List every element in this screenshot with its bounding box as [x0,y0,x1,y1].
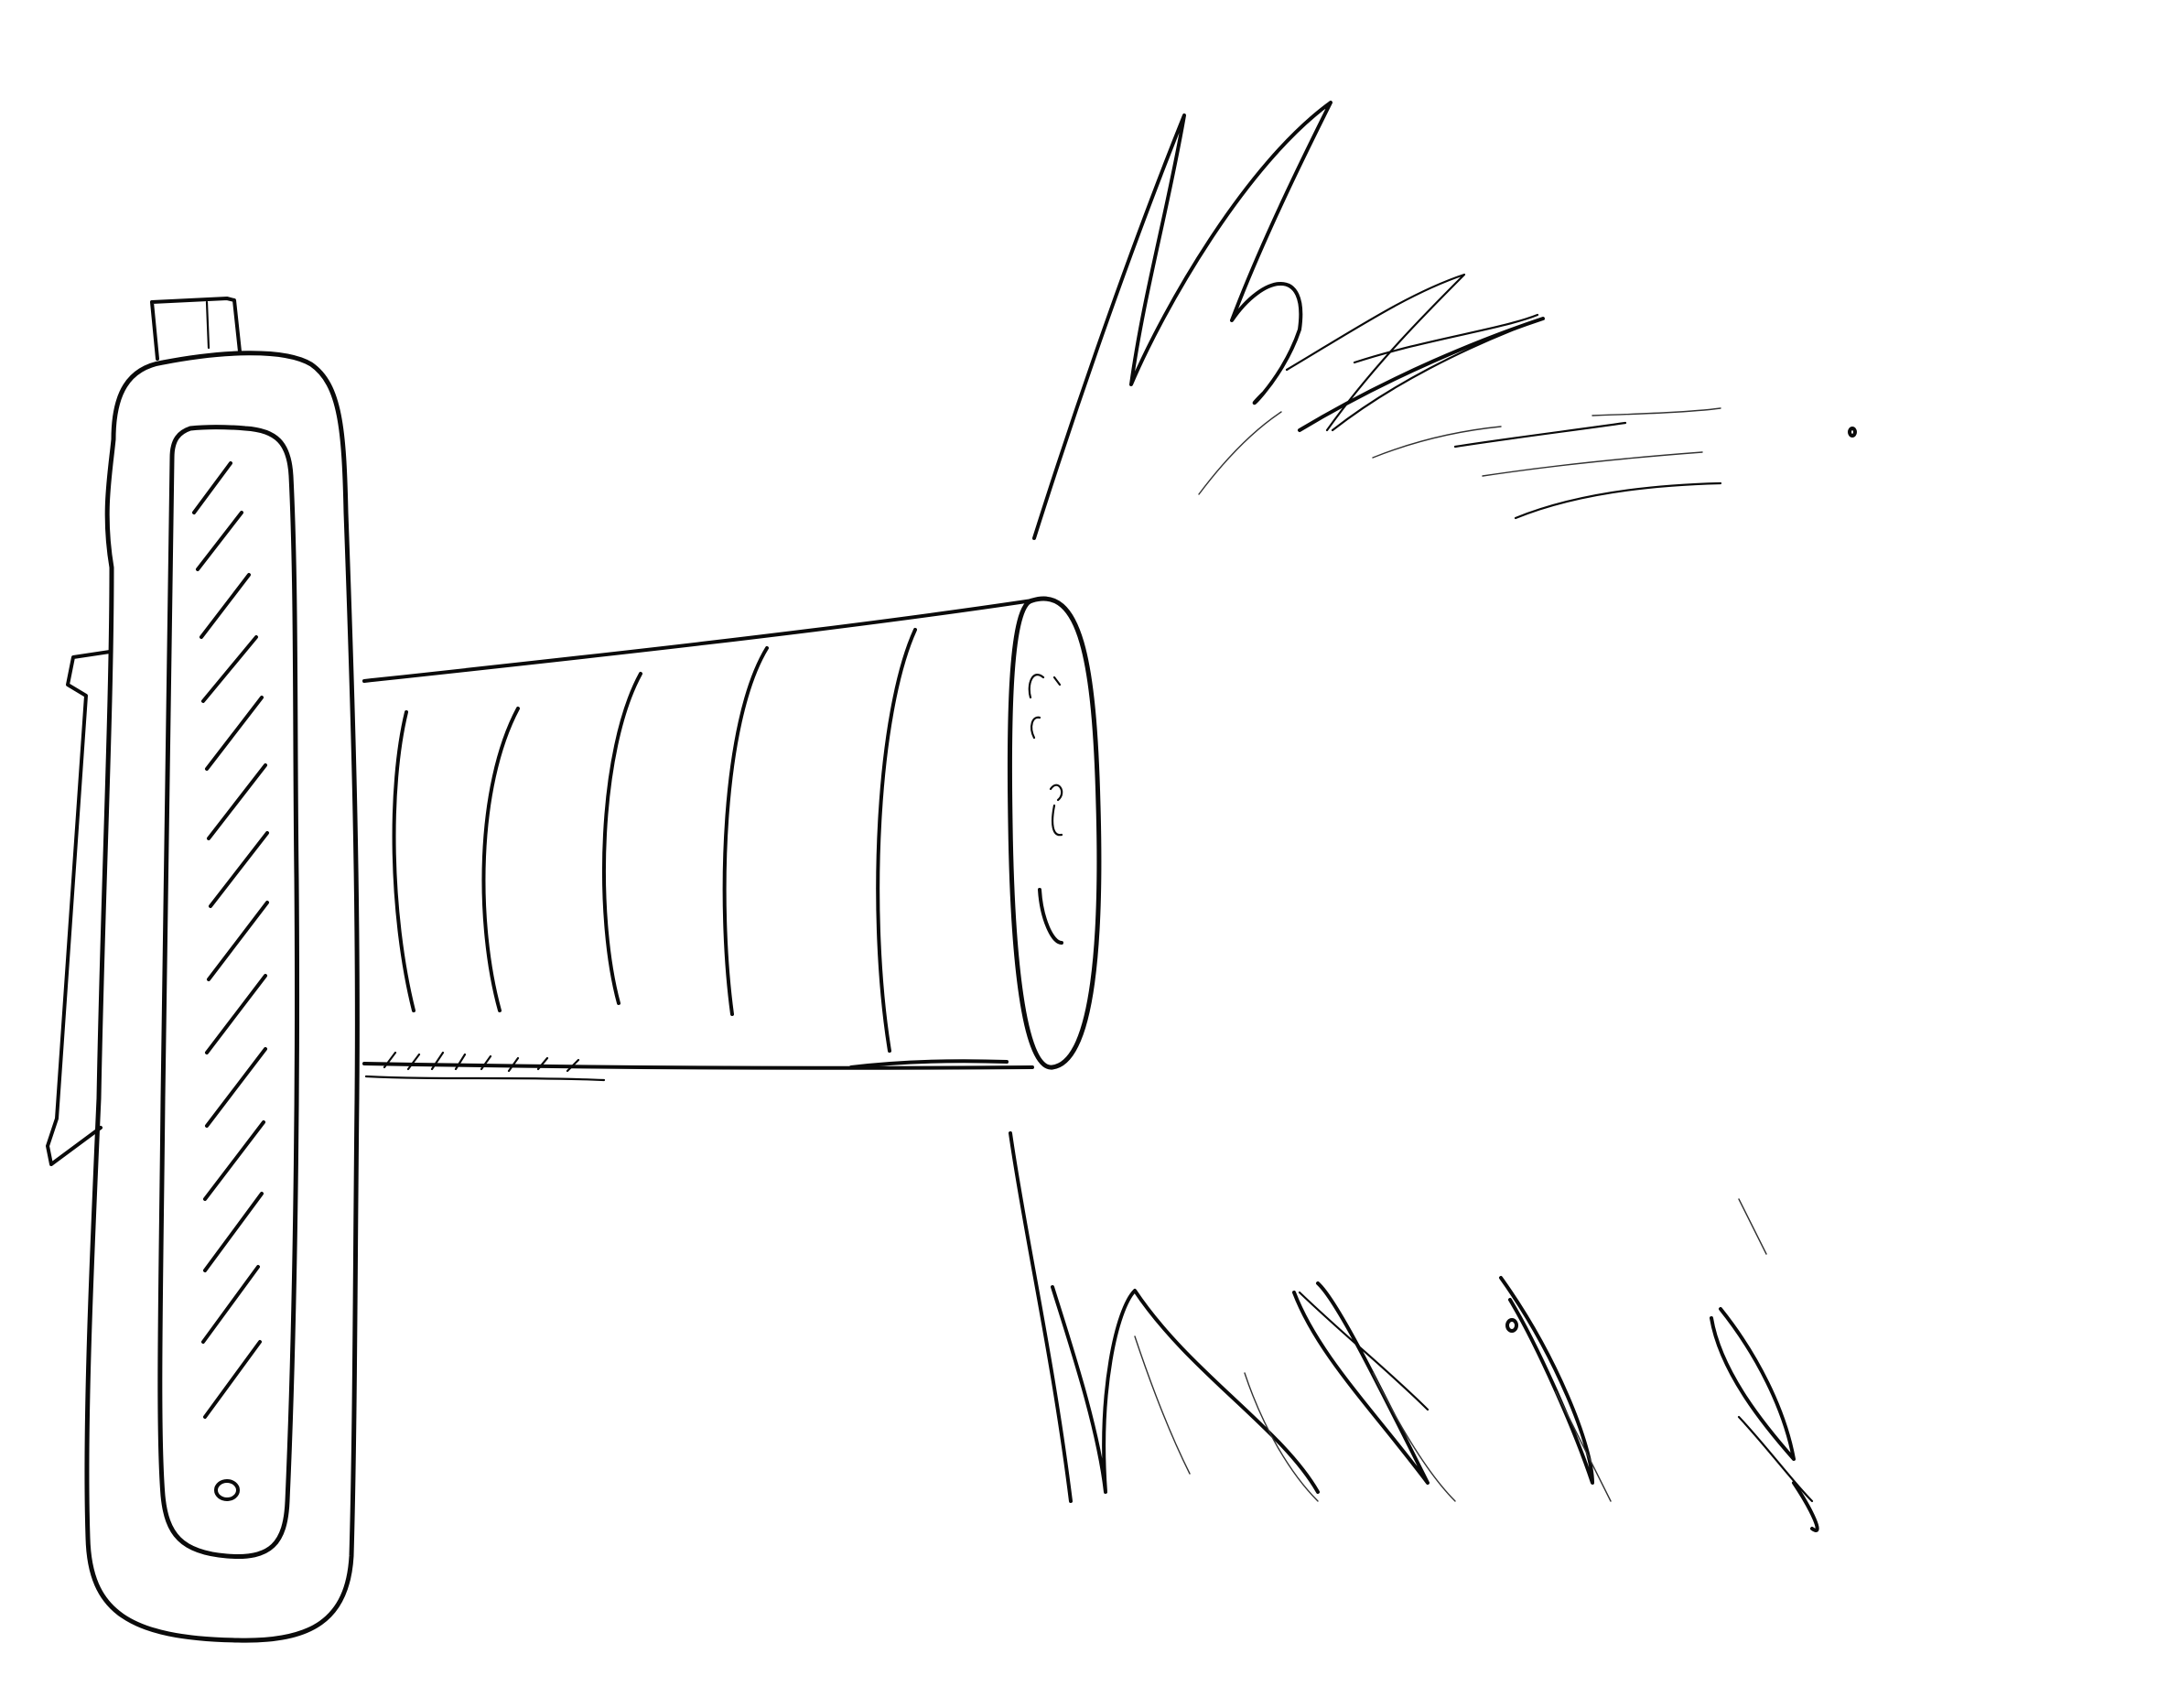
barrel [362,599,1034,1082]
light-rays-lower [1009,1131,1819,1532]
handle-body [84,351,360,1643]
lens-face [1007,596,1102,1070]
light-rays-upper [1032,101,1857,540]
top-cap [150,297,242,361]
panel-hatching [192,461,269,1419]
belt-clip [46,650,112,1166]
